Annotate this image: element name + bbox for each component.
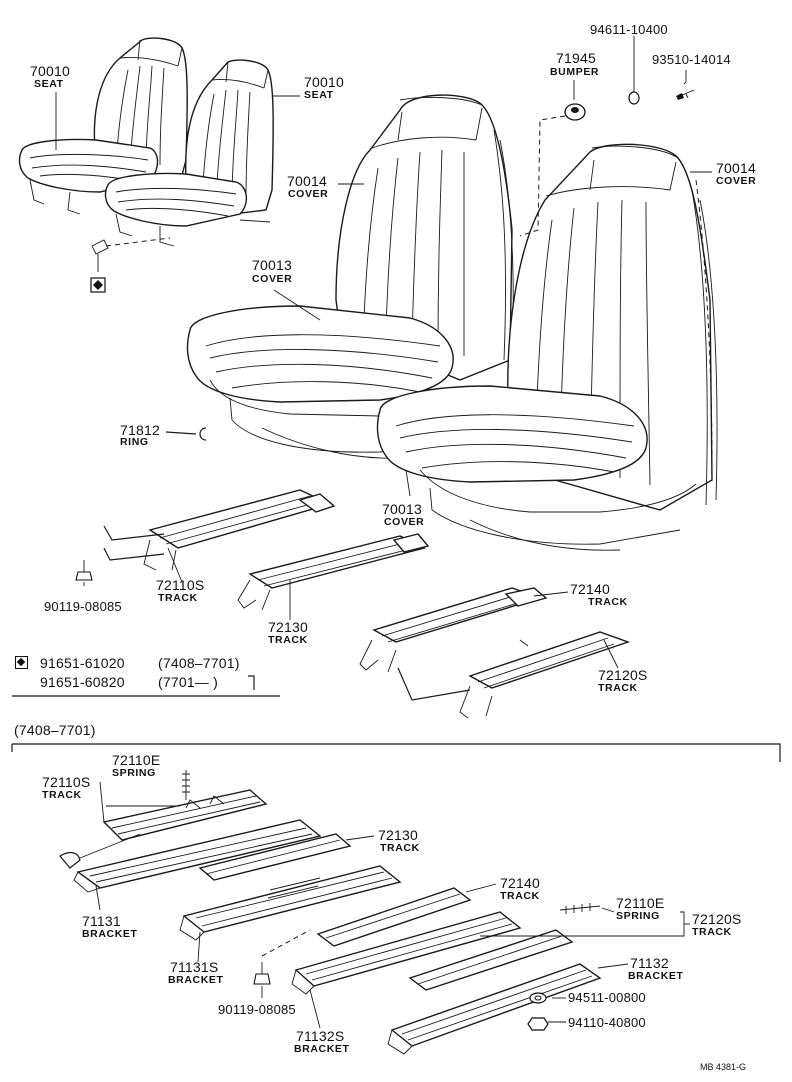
label-70010-part-right: 70010 [304, 74, 344, 90]
label-71132s-desc: BRACKET [294, 1043, 350, 1055]
label-71945-part: 71945 [556, 50, 596, 66]
label-72130-desc-lower: TRACK [380, 842, 420, 854]
seat-assembly-illustration [18, 37, 274, 293]
label-71131s-desc: BRACKET [168, 974, 224, 986]
label-72140-desc-lower: TRACK [500, 890, 540, 902]
label-70013-part-lower: 70013 [382, 501, 422, 517]
legend-part-2: 91651-60820 [40, 674, 125, 690]
upper-seat-tracks [75, 489, 631, 719]
label-94110-40800: 94110-40800 [568, 1015, 646, 1030]
label-70014-desc-left: COVER [288, 188, 329, 200]
label-71131s-part: 71131S [170, 959, 219, 975]
label-72130-desc-upper: TRACK [268, 634, 308, 646]
legend-diamond-icon [16, 657, 26, 667]
label-70014-part-left: 70014 [287, 173, 327, 189]
legend-square-symbol [15, 656, 28, 669]
label-93510-14014: 93510-14014 [652, 52, 731, 67]
label-94611-10400: 94611-10400 [590, 22, 668, 37]
label-72110e-desc-left: SPRING [112, 767, 156, 779]
label-94511-00800: 94511-00800 [568, 990, 646, 1005]
label-70010-part-left: 70010 [30, 63, 70, 79]
label-70013-desc-upper: COVER [252, 273, 293, 285]
label-90119-08085-lower: 90119-08085 [218, 1002, 296, 1017]
ring-part [165, 427, 207, 441]
label-71132s-part: 71132S [296, 1028, 345, 1044]
label-72120s-desc-lower: TRACK [692, 926, 732, 938]
label-70014-part-right: 70014 [716, 160, 756, 176]
label-72110s-desc-upper: TRACK [158, 592, 198, 604]
label-70010-desc-left: SEAT [34, 78, 64, 90]
label-70014-desc-right: COVER [716, 175, 757, 187]
label-72110s-part-lower: 72110S [42, 774, 91, 790]
bumper-and-screws [519, 81, 695, 237]
label-70013-part-upper: 70013 [252, 257, 292, 273]
label-70013-desc-lower: COVER [384, 516, 425, 528]
label-72120s-desc-upper: TRACK [598, 682, 638, 694]
label-72110e-part-right: 72110E [616, 895, 665, 911]
leader-lines [55, 36, 712, 1029]
label-72110e-part-left: 72110E [112, 752, 161, 768]
figure-code: MB 4381-G [700, 1062, 747, 1072]
label-72120s-part-lower: 72120S [692, 911, 742, 927]
label-71131-part: 71131 [82, 913, 121, 929]
label-72140-part-lower: 72140 [500, 875, 540, 891]
label-72140-desc-upper: TRACK [588, 596, 628, 608]
label-72120s-part-upper: 72120S [598, 667, 648, 683]
legend-range-2: (7701— ) [158, 674, 218, 690]
label-72130-part-lower: 72130 [378, 827, 418, 843]
label-72110e-desc-right: SPRING [616, 910, 660, 922]
label-71132-part: 71132 [630, 955, 669, 971]
lower-track-assembly [59, 770, 602, 1055]
large-seat-right [376, 143, 718, 551]
label-71132-desc: BRACKET [628, 970, 684, 982]
label-71131-desc: BRACKET [82, 928, 138, 940]
label-72110s-part-upper: 72110S [156, 577, 205, 593]
legend-range-1: (7408–7701) [158, 655, 240, 671]
label-70010-desc-right: SEAT [304, 89, 334, 101]
label-72110s-desc-lower: TRACK [42, 789, 82, 801]
label-72130-part-upper: 72130 [268, 619, 308, 635]
large-seat-left [186, 94, 514, 459]
label-71945-desc: BUMPER [550, 66, 600, 78]
legend-part-1: 91651-61020 [40, 655, 125, 671]
label-90119-08085-upper: 90119-08085 [44, 599, 122, 614]
section-title: (7408–7701) [14, 722, 96, 738]
label-71812-part: 71812 [120, 422, 160, 438]
label-72140-part-upper: 72140 [570, 581, 610, 597]
label-71812-desc: RING [120, 436, 149, 448]
